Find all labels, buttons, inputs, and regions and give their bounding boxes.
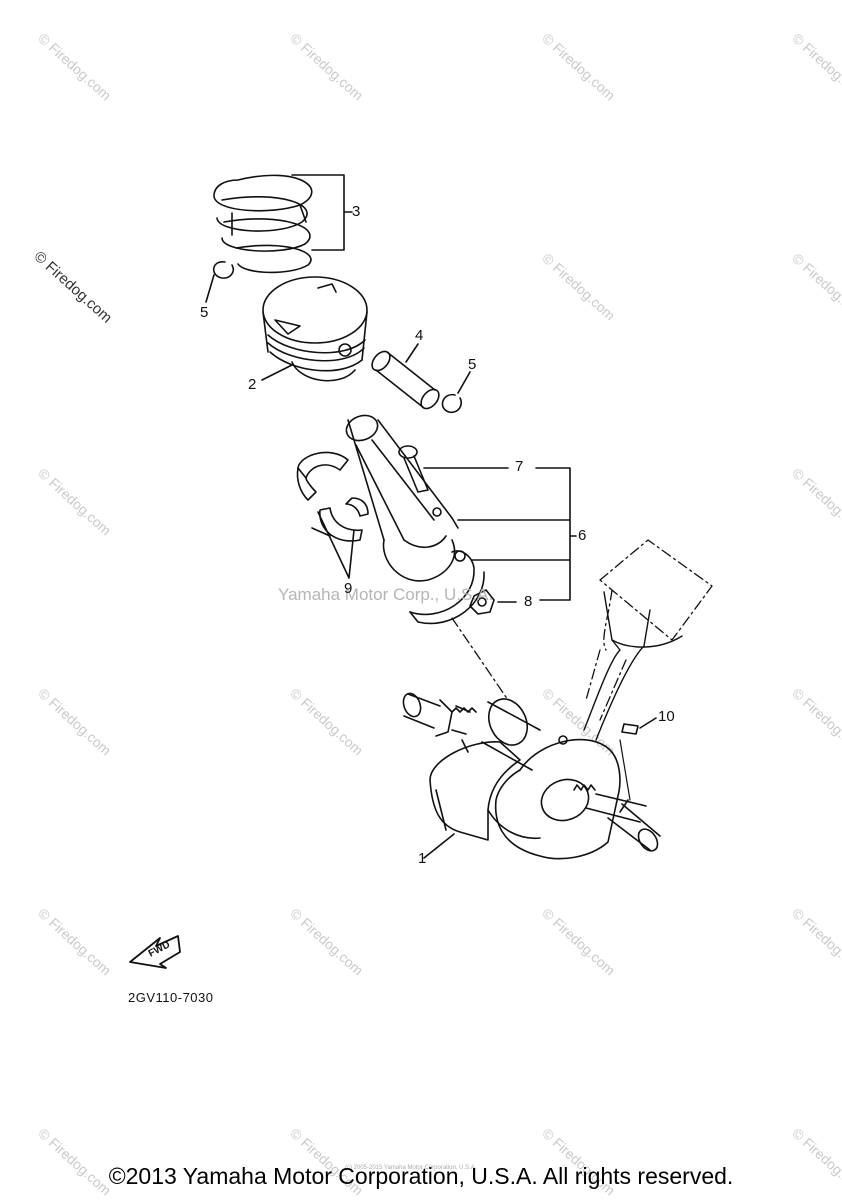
leader-line	[457, 371, 471, 394]
crankshaft	[402, 692, 661, 860]
callout-10: 10	[658, 708, 675, 725]
rod-cap	[409, 550, 485, 625]
tiny-copyright: (c) 2005-2015 Yamaha Motor Corporation, …	[345, 1165, 477, 1171]
leader-line	[205, 274, 215, 303]
callout-3: 3	[352, 203, 361, 220]
leader-line	[261, 364, 293, 381]
phantom-assembly	[451, 539, 713, 721]
leader-line	[405, 343, 419, 363]
callout-6: 6	[578, 527, 587, 544]
leader-line	[291, 174, 353, 251]
rod-nut	[469, 589, 495, 615]
piston-rings	[213, 174, 313, 274]
callout-2: 2	[248, 376, 257, 393]
diagram-part-code: 2GV110-7030	[128, 990, 214, 1005]
phantom-rod	[583, 591, 683, 741]
callout-4: 4	[415, 327, 424, 344]
circlip	[212, 261, 235, 279]
callout-8: 8	[524, 593, 533, 610]
center-watermark: Yamaha Motor Corp., U.S.A.	[278, 585, 494, 604]
connecting-rod	[345, 414, 459, 582]
callout-5-left: 5	[200, 304, 209, 321]
leader-line	[317, 511, 355, 579]
piston-pin	[371, 350, 440, 410]
leader-line	[619, 739, 631, 801]
leader-line	[639, 717, 657, 729]
bearing-shells	[296, 451, 369, 542]
rod-bolt	[398, 445, 429, 493]
piston	[262, 276, 368, 382]
leader-line	[423, 467, 577, 601]
callout-1: 1	[418, 850, 427, 867]
callout-7: 7	[515, 458, 524, 475]
fwd-arrow-icon	[129, 935, 181, 969]
circlip	[441, 393, 463, 414]
callout-5-right: 5	[468, 356, 477, 373]
callout-9: 9	[344, 580, 353, 597]
leader-line	[423, 833, 455, 859]
copyright-footer: ©2013 Yamaha Motor Corporation, U.S.A. A…	[108, 1163, 734, 1189]
